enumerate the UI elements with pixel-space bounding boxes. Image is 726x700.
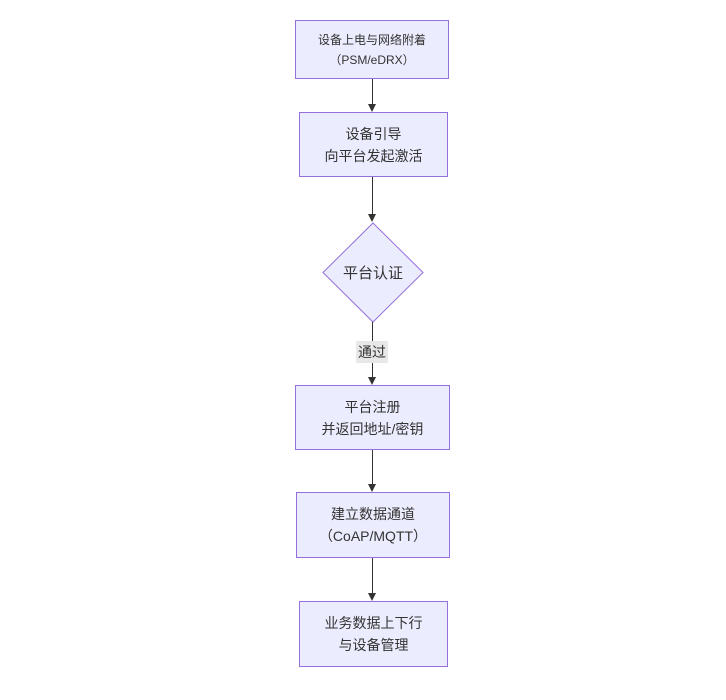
node-label-line: 业务数据上下行 bbox=[324, 615, 423, 631]
node-label-line: 设备引导 bbox=[345, 125, 402, 142]
edge-label-pass: 通过 bbox=[356, 341, 388, 363]
node-label-line: （CoAP/MQTT） bbox=[318, 528, 428, 544]
edge-e-f bbox=[372, 558, 373, 594]
decision-platform-auth: 平台认证 bbox=[322, 222, 424, 323]
node-label-line: 建立数据通道 bbox=[331, 506, 415, 522]
edge-d-e bbox=[372, 450, 373, 485]
arrowhead-icon bbox=[368, 377, 376, 385]
node-data-channel: 建立数据通道 （CoAP/MQTT） bbox=[296, 492, 450, 558]
node-label-line: 与设备管理 bbox=[338, 637, 409, 653]
edge-a-b bbox=[372, 79, 373, 105]
node-label-line: 并返回地址/密钥 bbox=[321, 420, 424, 437]
node-device-bootstrap: 设备引导 向平台发起激活 bbox=[299, 112, 448, 177]
edge-b-c bbox=[372, 177, 373, 215]
node-label-line: 设备上电与网络附着 bbox=[317, 32, 426, 47]
arrowhead-icon bbox=[368, 484, 376, 492]
node-label-line: 平台认证 bbox=[342, 265, 403, 282]
node-label-line: 平台注册 bbox=[344, 398, 401, 415]
arrowhead-icon bbox=[368, 104, 376, 112]
arrowhead-icon bbox=[368, 214, 376, 222]
arrowhead-icon bbox=[368, 593, 376, 601]
node-power-on-network-attach: 设备上电与网络附着 （PSM/eDRX） bbox=[295, 20, 449, 79]
node-label-line: 向平台发起激活 bbox=[324, 147, 423, 164]
node-label-line: （PSM/eDRX） bbox=[329, 52, 415, 67]
node-platform-register: 平台注册 并返回地址/密钥 bbox=[295, 385, 450, 450]
node-business-data-mgmt: 业务数据上下行 与设备管理 bbox=[299, 601, 448, 667]
diamond-shape bbox=[322, 222, 424, 323]
